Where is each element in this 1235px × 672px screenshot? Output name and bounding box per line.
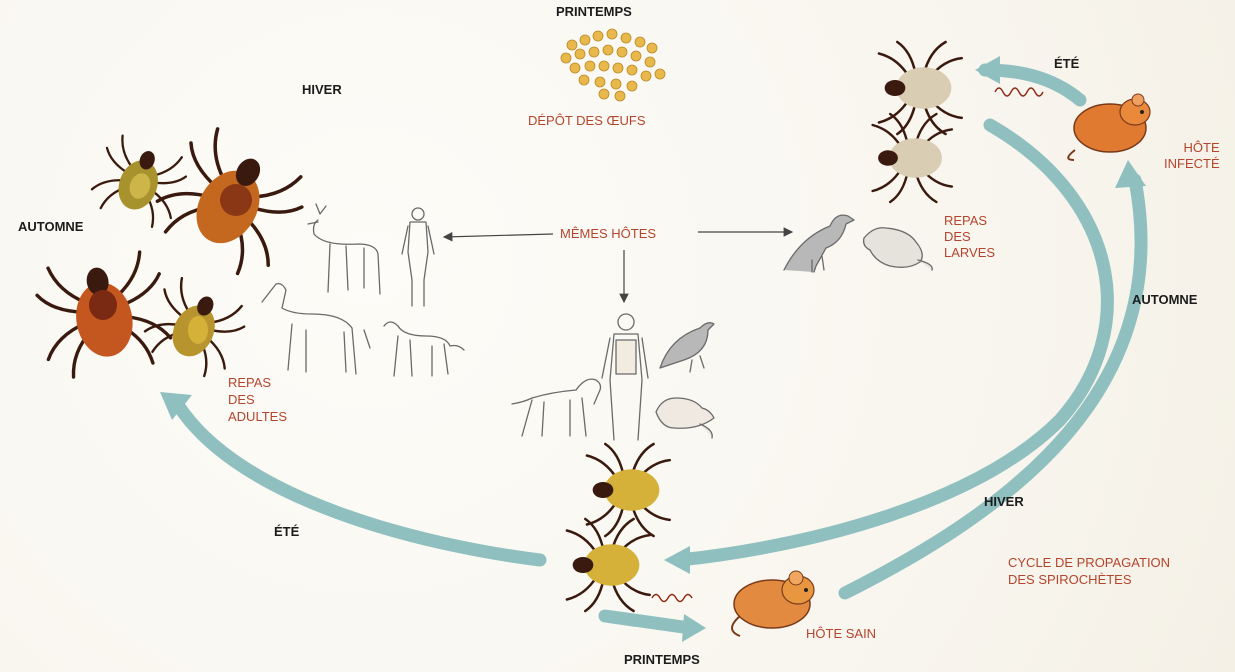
mouse-icon [864,228,933,270]
tick-icon [146,121,314,285]
label-hote-sain: HÔTE SAIN [806,626,876,642]
label-printemps-bottom: PRINTEMPS [624,652,700,668]
label-hote-infecte: HÔTE INFECTÉ [1164,140,1220,172]
deer-icon [308,204,380,294]
label-depot-oeufs: DÉPÔT DES ŒUFS [528,113,646,129]
mouse-icon [656,398,714,438]
label-printemps-top: PRINTEMPS [556,4,632,20]
label-ete-left: ÉTÉ [274,524,299,540]
tick-icon [873,114,952,202]
mouse-icon [732,571,814,636]
tick-icon [87,132,192,232]
label-automne-right: AUTOMNE [1132,292,1197,308]
label-hiver-right: HIVER [984,494,1024,510]
label-repas-adultes: REPAS DES ADULTES [228,374,287,425]
human-icon [602,314,648,440]
label-cycle-spirochetes: CYCLE DE PROPAGATION DES SPIROCHÈTES [1008,554,1170,588]
tick-icon [879,42,962,134]
tick-icon [33,249,174,380]
label-ete-right: ÉTÉ [1054,56,1079,72]
label-memes-hotes: MÊMES HÔTES [560,226,656,242]
egg-cluster-icon [561,29,665,101]
dog-icon [384,322,464,376]
human-icon [402,208,434,306]
bird-icon [660,323,714,372]
label-hiver-top: HIVER [302,82,342,98]
label-repas-larves: REPAS DES LARVES [944,213,995,261]
label-automne-left: AUTOMNE [18,219,83,235]
tick-icon [138,274,251,383]
cycle-arrows [178,70,1141,628]
horse-icon [262,284,370,374]
host-arrows [444,232,792,302]
bird-icon [784,215,854,272]
dog-icon [512,379,601,436]
